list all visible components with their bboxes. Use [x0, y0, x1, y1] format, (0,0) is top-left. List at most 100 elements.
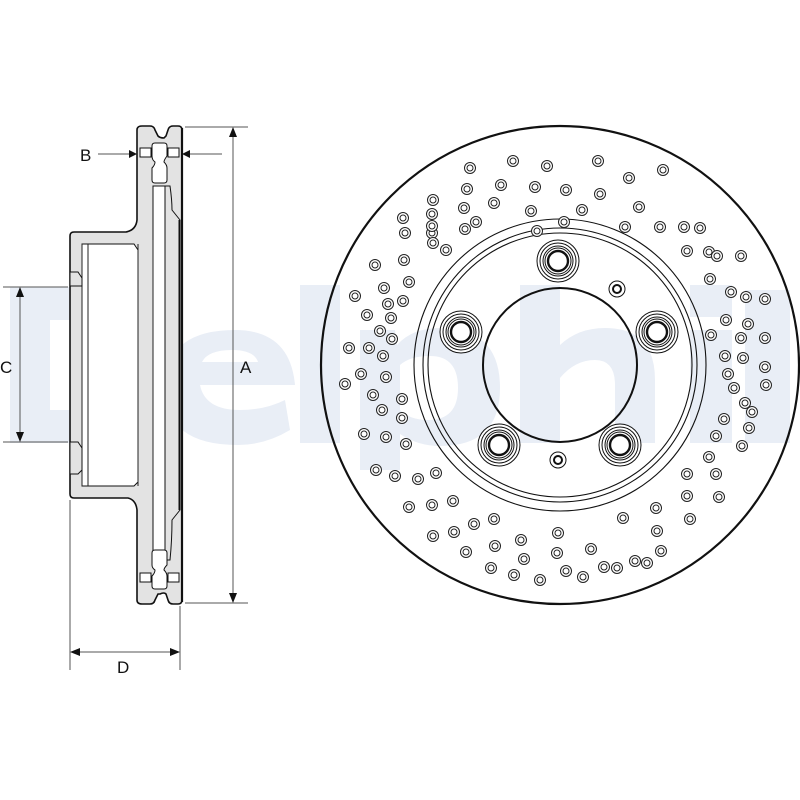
- drilled-hole: [759, 332, 771, 344]
- drilled-hole: [508, 569, 520, 581]
- drilled-hole: [740, 291, 752, 303]
- drilled-hole: [355, 368, 367, 380]
- bolt-hole: [598, 423, 642, 467]
- drilled-hole: [447, 495, 459, 507]
- locator-hole: [549, 451, 567, 469]
- dimension-a: A: [185, 126, 252, 604]
- drilled-holes: [339, 155, 772, 586]
- side-view-cross-section: [69, 125, 184, 605]
- drilled-hole: [705, 329, 717, 341]
- drilled-hole: [426, 208, 438, 220]
- drilled-hole: [440, 244, 452, 256]
- drilled-hole: [759, 293, 771, 305]
- drilled-hole: [728, 382, 740, 394]
- drilled-hole: [576, 204, 588, 216]
- drilled-hole: [592, 155, 604, 167]
- bolt-hole: [536, 239, 580, 283]
- drilled-hole: [361, 309, 373, 321]
- bolt-hole: [635, 310, 679, 354]
- drilled-hole: [611, 562, 623, 574]
- drilled-hole: [489, 540, 501, 552]
- drilled-hole: [397, 212, 409, 224]
- drilled-hole: [461, 183, 473, 195]
- drilled-hole: [722, 368, 734, 380]
- drilled-hole: [396, 412, 408, 424]
- drilled-hole: [464, 162, 476, 174]
- drilled-hole: [470, 216, 482, 228]
- drilled-hole: [448, 526, 460, 538]
- drilled-hole: [376, 404, 388, 416]
- drilled-hole: [739, 397, 751, 409]
- drilled-hole: [378, 282, 390, 294]
- drilled-hole: [735, 250, 747, 262]
- drilled-hole: [746, 406, 758, 418]
- drilled-hole: [403, 276, 415, 288]
- drilled-hole: [367, 389, 379, 401]
- drilled-hole: [389, 470, 401, 482]
- drilled-hole: [725, 286, 737, 298]
- drilled-hole: [718, 413, 730, 425]
- drilled-hole: [713, 491, 725, 503]
- centre-bore: [482, 287, 638, 443]
- drilled-hole: [427, 530, 439, 542]
- drilled-hole: [518, 553, 530, 565]
- drilled-hole: [694, 222, 706, 234]
- drilled-hole: [495, 179, 507, 191]
- dimension-b-label: B: [80, 146, 91, 165]
- drilled-hole: [507, 155, 519, 167]
- drilled-hole: [598, 561, 610, 573]
- bolt-hole: [477, 423, 521, 467]
- drilled-hole: [759, 361, 771, 373]
- drilled-hole: [641, 557, 653, 569]
- drilled-hole: [529, 181, 541, 193]
- drilled-hole: [427, 237, 439, 249]
- drilled-hole: [617, 512, 629, 524]
- disc-outer-edge: [319, 124, 800, 606]
- drilled-hole: [426, 220, 438, 232]
- drilled-hole: [684, 513, 696, 525]
- locator-hole: [608, 280, 626, 298]
- drilled-hole: [541, 160, 553, 172]
- dimension-c-label: C: [0, 358, 12, 377]
- drilled-hole: [594, 188, 606, 200]
- drilled-hole: [427, 194, 439, 206]
- drilled-hole: [349, 290, 361, 302]
- drilled-hole: [735, 332, 747, 344]
- drilled-hole: [412, 473, 424, 485]
- drilled-hole: [370, 464, 382, 476]
- drilled-hole: [396, 393, 408, 405]
- drilled-hole: [515, 534, 527, 546]
- drilled-hole: [343, 342, 355, 354]
- drilled-hole: [711, 250, 723, 262]
- drilled-hole: [720, 314, 732, 326]
- drilled-hole: [703, 451, 715, 463]
- drilled-hole: [558, 216, 570, 228]
- drilled-hole: [385, 312, 397, 324]
- drilled-hole: [525, 205, 537, 217]
- drilled-hole: [736, 440, 748, 452]
- drilled-hole: [399, 227, 411, 239]
- locator-holes: [549, 280, 626, 469]
- drilled-hole: [377, 350, 389, 362]
- drilled-hole: [619, 221, 631, 233]
- drilled-hole: [460, 546, 472, 558]
- drilled-hole: [485, 562, 497, 574]
- dimension-b: B: [80, 146, 222, 165]
- drilled-hole: [382, 298, 394, 310]
- drilled-hole: [742, 318, 754, 330]
- drilled-hole: [560, 184, 572, 196]
- dimension-d-label: D: [117, 658, 129, 677]
- drilled-hole: [380, 431, 392, 443]
- drilled-hole: [369, 259, 381, 271]
- drilled-hole: [710, 430, 722, 442]
- drilled-hole: [363, 342, 375, 354]
- drilled-hole: [651, 525, 663, 537]
- drilled-hole: [380, 371, 392, 383]
- drilled-hole: [654, 221, 666, 233]
- drilled-hole: [560, 565, 572, 577]
- drilled-hole: [719, 350, 731, 362]
- drilled-hole: [374, 325, 386, 337]
- drilled-hole: [358, 428, 370, 440]
- drilled-hole: [339, 378, 351, 390]
